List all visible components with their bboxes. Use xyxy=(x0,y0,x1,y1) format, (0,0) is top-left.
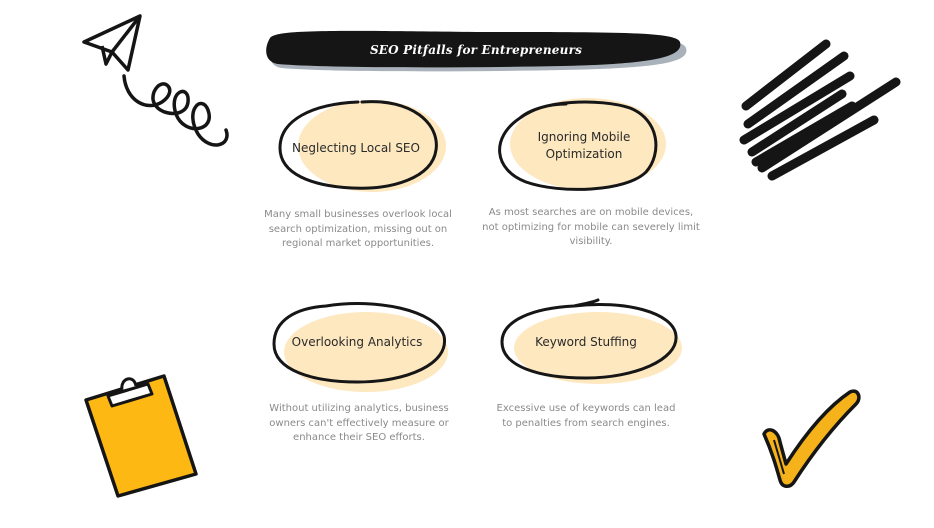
page-title: SEO Pitfalls for Entrepreneurs xyxy=(369,43,583,57)
clipboard-icon xyxy=(84,374,198,498)
scribble-lines-icon xyxy=(739,39,901,181)
item-description: Many small businesses overlook local sea… xyxy=(264,209,452,249)
bubble-shape xyxy=(498,98,666,191)
title-banner xyxy=(266,30,687,72)
bubble-shape xyxy=(500,298,682,384)
item-title: Overlooking Analytics xyxy=(291,334,423,349)
bubble-shape xyxy=(278,100,446,192)
bubble-shape xyxy=(272,302,448,392)
item-description: Excessive use of keywords can lead to pe… xyxy=(496,403,676,429)
item-title: Neglecting Local SEO xyxy=(292,140,420,155)
item-description: Without utilizing analytics, business ow… xyxy=(269,403,449,443)
item-title: Keyword Stuffing xyxy=(535,334,637,349)
paper-plane-icon xyxy=(82,14,229,147)
item-description: As most searches are on mobile devices, … xyxy=(482,207,700,247)
checkmark-icon xyxy=(762,389,861,488)
item-title: Ignoring Mobile Optimization xyxy=(537,130,631,161)
